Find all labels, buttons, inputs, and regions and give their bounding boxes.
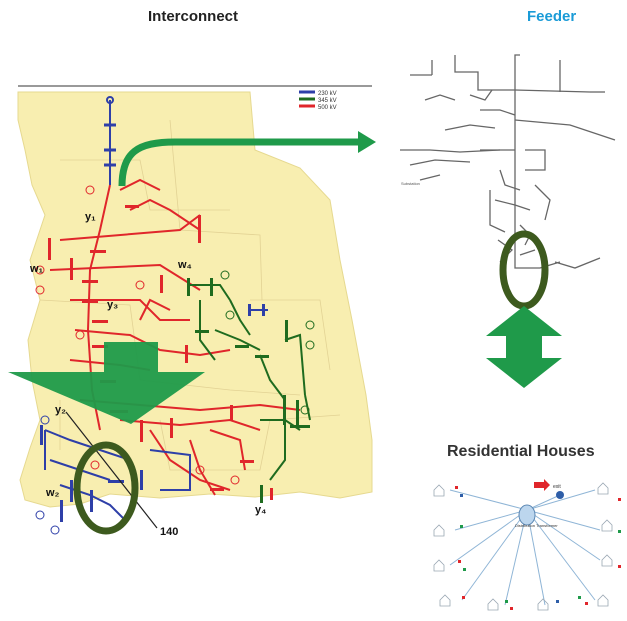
service-drops bbox=[449, 489, 601, 606]
buses-345kv bbox=[187, 278, 310, 503]
label-y4: y₄ bbox=[255, 504, 266, 516]
arrow-down-icon bbox=[8, 342, 205, 424]
transformer-label: Distribution Transformer bbox=[515, 523, 558, 528]
legend-label-230: 230 kV bbox=[318, 91, 337, 97]
house-icon bbox=[601, 519, 613, 532]
legend-label-345: 345 kV bbox=[318, 98, 337, 104]
exit-label: exit bbox=[553, 484, 561, 490]
house-icon bbox=[439, 594, 451, 607]
voltage-legend: 230 kV 345 kV 500 kV bbox=[299, 90, 337, 111]
legend-label-500: 500 kV bbox=[318, 105, 337, 111]
appliance-markers bbox=[455, 486, 621, 610]
feeder-title: Feeder bbox=[527, 8, 577, 25]
house-icon bbox=[487, 598, 499, 611]
feeder-selected-ring bbox=[499, 230, 549, 310]
buses-230kv bbox=[40, 304, 265, 522]
label-y2: y₂ bbox=[55, 404, 66, 416]
house-icon bbox=[433, 559, 445, 572]
label-y1: y₁ bbox=[85, 211, 96, 223]
selected-area-ring bbox=[73, 441, 139, 535]
generators-500kv bbox=[35, 185, 240, 485]
house-icon bbox=[597, 594, 609, 607]
residential-network: Distribution Transformer exit bbox=[433, 479, 621, 611]
meter-node bbox=[556, 491, 564, 499]
bus-140-pointer bbox=[65, 411, 158, 529]
label-w2: w₂ bbox=[45, 487, 60, 499]
house-icon bbox=[433, 524, 445, 537]
feeder-substation-label: Substation bbox=[401, 181, 420, 186]
label-bus-140: 140 bbox=[160, 526, 178, 538]
house-icon bbox=[597, 482, 609, 495]
double-arrow-icon bbox=[486, 306, 562, 388]
generators-230kv bbox=[35, 415, 60, 535]
house-icons bbox=[433, 482, 613, 611]
interconnect-title: Interconnect bbox=[148, 8, 239, 25]
transformer-icon bbox=[518, 504, 536, 526]
generators-345kv bbox=[220, 270, 315, 415]
label-w1: w₁ bbox=[29, 263, 44, 275]
network-230kv-north bbox=[104, 96, 116, 185]
arrow-right-head bbox=[358, 131, 376, 153]
label-w4: w₄ bbox=[177, 259, 192, 271]
residential-title: Residential Houses bbox=[447, 443, 595, 460]
exit-arrow-icon bbox=[534, 479, 550, 491]
house-icon bbox=[601, 554, 613, 567]
house-icon bbox=[537, 598, 549, 611]
arrow-right-icon bbox=[118, 138, 360, 187]
house-icon bbox=[433, 484, 445, 497]
feeder-network bbox=[400, 54, 616, 269]
label-y3: y₃ bbox=[107, 299, 118, 311]
map-labels: y₁ y₃ y₂ y₄ w₁ w₂ w₄ 140 bbox=[29, 211, 266, 538]
